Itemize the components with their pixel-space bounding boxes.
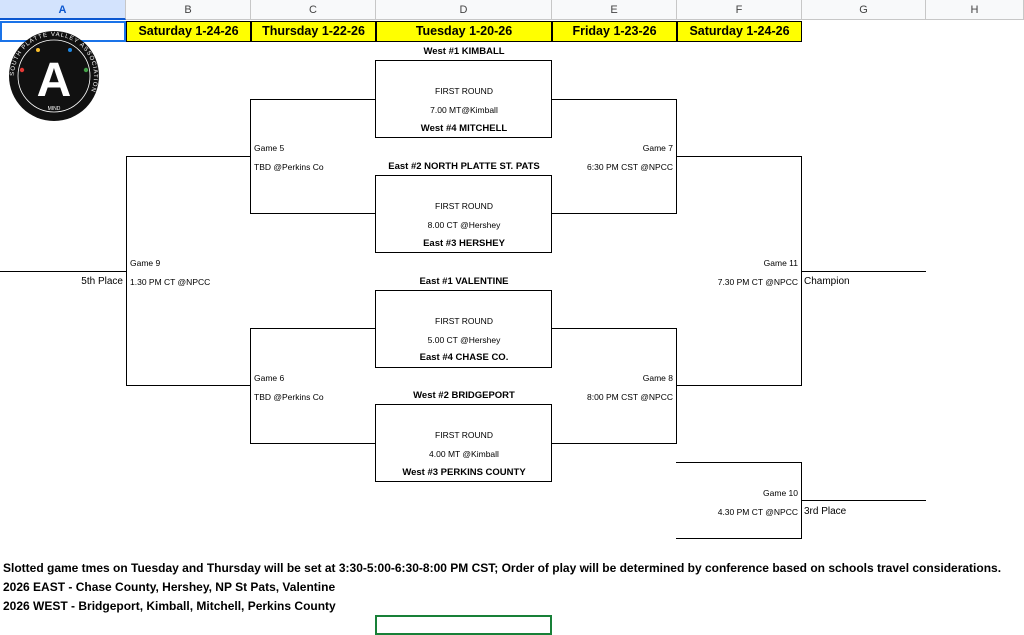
round-label: FIRST ROUND <box>435 316 493 326</box>
team-east-2-st-pats: East #2 NORTH PLATTE ST. PATS <box>388 161 540 172</box>
date-header-b[interactable]: Saturday 1-24-26 <box>126 21 251 42</box>
team-west-4-mitchell: West #4 MITCHELL <box>420 123 508 134</box>
column-header-h[interactable]: H <box>926 0 1024 20</box>
game-7-time: 6:30 PM CST @NPCC <box>587 162 673 172</box>
game-10-label: Game 10 <box>763 488 798 498</box>
game-9-label: Game 9 <box>130 258 161 268</box>
date-header-d[interactable]: Tuesday 1-20-26 <box>376 21 552 42</box>
game-10-time: 4.30 PM CT @NPCC <box>717 507 798 517</box>
game-11-label: Game 11 <box>763 258 798 268</box>
east-teams-note: 2026 EAST - Chase County, Hershey, NP St… <box>3 580 336 594</box>
game-6-label: Game 6 <box>254 373 285 383</box>
west-teams-note: 2026 WEST - Bridgeport, Kimball, Mitchel… <box>3 599 336 613</box>
game-5-label: Game 5 <box>254 143 285 153</box>
game-8-label: Game 8 <box>642 373 673 383</box>
game-time: 8.00 CT @Hershey <box>427 220 501 230</box>
fifth-place-label: 5th Place <box>81 276 123 287</box>
column-header-a[interactable]: A <box>0 0 126 20</box>
team-east-3-hershey: East #3 HERSHEY <box>423 238 505 249</box>
svg-text:MIND: MIND <box>48 106 61 112</box>
schedule-note: Slotted game tmes on Tuesday and Thursda… <box>3 561 1002 575</box>
team-east-1-valentine: East #1 VALENTINE <box>419 276 509 287</box>
game-9-time: 1.30 PM CT @NPCC <box>130 277 211 287</box>
game-time: 7.00 MT@Kimball <box>430 105 498 115</box>
column-header-c[interactable]: C <box>251 0 376 20</box>
game-8-time: 8:00 PM CST @NPCC <box>587 392 673 402</box>
column-header-d[interactable]: D <box>376 0 552 20</box>
date-header-c[interactable]: Thursday 1-22-26 <box>251 21 376 42</box>
column-header-f[interactable]: F <box>677 0 802 20</box>
column-header-g[interactable]: G <box>802 0 926 20</box>
round-label: FIRST ROUND <box>435 86 493 96</box>
date-header-f[interactable]: Saturday 1-24-26 <box>677 21 802 42</box>
game-5-time: TBD @Perkins Co <box>254 162 324 172</box>
third-place-label: 3rd Place <box>804 506 847 517</box>
highlighted-empty-cell[interactable] <box>375 615 552 635</box>
column-header-b[interactable]: B <box>126 0 251 20</box>
svg-text:A: A <box>37 54 72 107</box>
round-label: FIRST ROUND <box>435 430 493 440</box>
champion-label: Champion <box>804 276 850 287</box>
game-6-time: TBD @Perkins Co <box>254 392 324 402</box>
team-west-2-bridgeport: West #2 BRIDGEPORT <box>413 390 515 401</box>
column-header-e[interactable]: E <box>552 0 677 20</box>
team-west-3-perkins-county: West #3 PERKINS COUNTY <box>402 467 526 478</box>
game-time: 5.00 CT @Hershey <box>427 335 501 345</box>
team-west-1-kimball: West #1 KIMBALL <box>423 46 505 57</box>
association-logo: SOUTH PLATTE VALLEY ASSOCIATION A MIND <box>9 31 99 121</box>
date-header-e[interactable]: Friday 1-23-26 <box>552 21 677 42</box>
game-time: 4.00 MT @Kimball <box>429 449 499 459</box>
team-east-4-chase-co: East #4 CHASE CO. <box>419 352 509 363</box>
round-label: FIRST ROUND <box>435 201 493 211</box>
game-11-time: 7.30 PM CT @NPCC <box>717 277 798 287</box>
game-7-label: Game 7 <box>642 143 673 153</box>
